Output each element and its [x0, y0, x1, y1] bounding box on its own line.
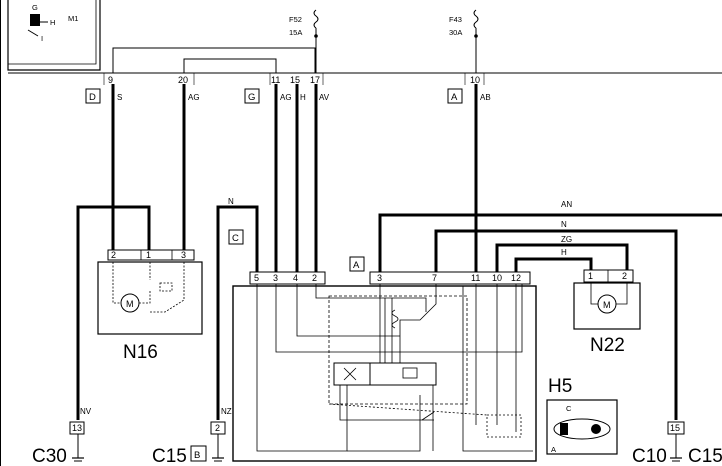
fuse-f43: F43 30A: [449, 9, 479, 73]
ground-c30: 13 C30: [32, 421, 85, 466]
ground-c15-b: 2 C15 B: [152, 421, 226, 466]
inset-symbol-icon: [30, 14, 40, 26]
n22-motor-symbol: M: [603, 300, 611, 310]
fuse-f52: F52 15A: [289, 9, 319, 73]
connector-group-tags: D G A: [85, 88, 463, 104]
n16-motor-symbol: M: [126, 299, 134, 309]
inset-tag: M1: [68, 14, 78, 23]
module-pin-7: 7: [432, 273, 437, 283]
ground-c10-pin: 15: [670, 423, 680, 433]
ground-c15-right: C15: [688, 446, 722, 466]
wire-label-n-left: N: [228, 197, 234, 206]
wire-label-h: H: [561, 248, 567, 257]
top-connector: 9 20 11 15 17 10: [103, 73, 485, 85]
ground-c15-name: C15: [152, 446, 187, 466]
module-pin-3a: 3: [377, 273, 382, 283]
fuse-f52-icon: [313, 9, 319, 29]
wire-labels: N AN N ZG H NV NZ: [80, 197, 572, 416]
h5-sensor-icon: [553, 418, 611, 440]
n16-pin-1: 1: [146, 250, 151, 260]
wire-code-ag-1: AG: [188, 93, 200, 102]
group-tag-g: G: [248, 92, 255, 103]
module-tag-a: A: [353, 260, 360, 271]
wire-label-n: N: [561, 220, 567, 229]
ground-c15-tag: B: [194, 450, 200, 461]
top-pin-9: 9: [108, 75, 113, 85]
component-n16: 2 1 3 M N16: [97, 249, 203, 363]
top-wire-codes: S AG AG H AV AB: [117, 93, 491, 102]
fuse-f43-id: F43: [449, 15, 462, 24]
fuse-f43-rating: 30A: [449, 28, 462, 37]
relay-box-icon: [402, 367, 418, 379]
wire-code-ab: AB: [480, 93, 491, 102]
wire-code-av: AV: [319, 93, 330, 102]
n22-pin-1: 1: [588, 271, 593, 281]
n22-name: N22: [590, 335, 625, 356]
thick-wires: [76, 84, 722, 420]
relay-coil-icon: [343, 367, 357, 381]
top-pin-11: 11: [271, 75, 280, 85]
module-pin-4: 4: [293, 273, 298, 283]
top-pin-15: 15: [290, 75, 300, 85]
fuse-f52-rating: 15A: [289, 28, 302, 37]
group-tag-d: D: [89, 92, 96, 103]
h5-label-a: A: [551, 445, 556, 454]
group-tag-a: A: [451, 92, 458, 103]
module-pin-5: 5: [254, 273, 259, 283]
wire-code-ag-2: AG: [280, 93, 292, 102]
ground-c10-name: C10: [632, 446, 667, 466]
module-pin-3c: 3: [273, 273, 278, 283]
module-pin-12: 12: [511, 273, 521, 283]
n16-pin-2: 2: [111, 250, 116, 260]
fuse-f52-id: F52: [289, 15, 302, 24]
fuse-f43-icon: [473, 9, 479, 29]
wire-label-zg: ZG: [561, 235, 572, 244]
control-module: C A 5 3 4 2 3 7 11 10 12: [228, 229, 537, 462]
inset-legend: G H I M1: [27, 3, 78, 43]
connector-jumpers: [112, 47, 316, 73]
ground-c10: 15 C10: [632, 421, 685, 466]
inset-label-h: H: [50, 18, 55, 27]
inset-label-g: G: [32, 3, 38, 12]
module-pin-11: 11: [471, 273, 480, 283]
top-pin-10: 10: [470, 75, 480, 85]
h5-name: H5: [548, 376, 572, 397]
module-pin-2: 2: [312, 273, 317, 283]
h5-label-c: C: [566, 404, 572, 413]
wire-label-an: AN: [561, 200, 572, 209]
wire-label-nz: NZ: [221, 407, 232, 416]
n22-pin-2: 2: [622, 271, 627, 281]
top-pin-17: 17: [310, 75, 320, 85]
module-pin-10: 10: [492, 273, 502, 283]
n16-pin-3: 3: [181, 250, 186, 260]
wire-code-s: S: [117, 93, 122, 102]
ground-c30-name: C30: [32, 446, 67, 466]
ground-c30-pin: 13: [72, 423, 82, 433]
component-n22: 1 2 M N22: [573, 269, 641, 356]
inset-label-i: I: [41, 34, 43, 43]
component-h5: H5 C A: [546, 376, 618, 455]
frame: [0, 0, 101, 466]
ground-c15-pin: 2: [215, 423, 220, 433]
module-tag-c: C: [232, 233, 239, 244]
ground-c15-right-name: C15: [688, 446, 722, 466]
wire-code-h: H: [300, 93, 306, 102]
wire-label-nv: NV: [80, 407, 92, 416]
top-pin-20: 20: [178, 75, 188, 85]
n16-name: N16: [123, 342, 158, 363]
